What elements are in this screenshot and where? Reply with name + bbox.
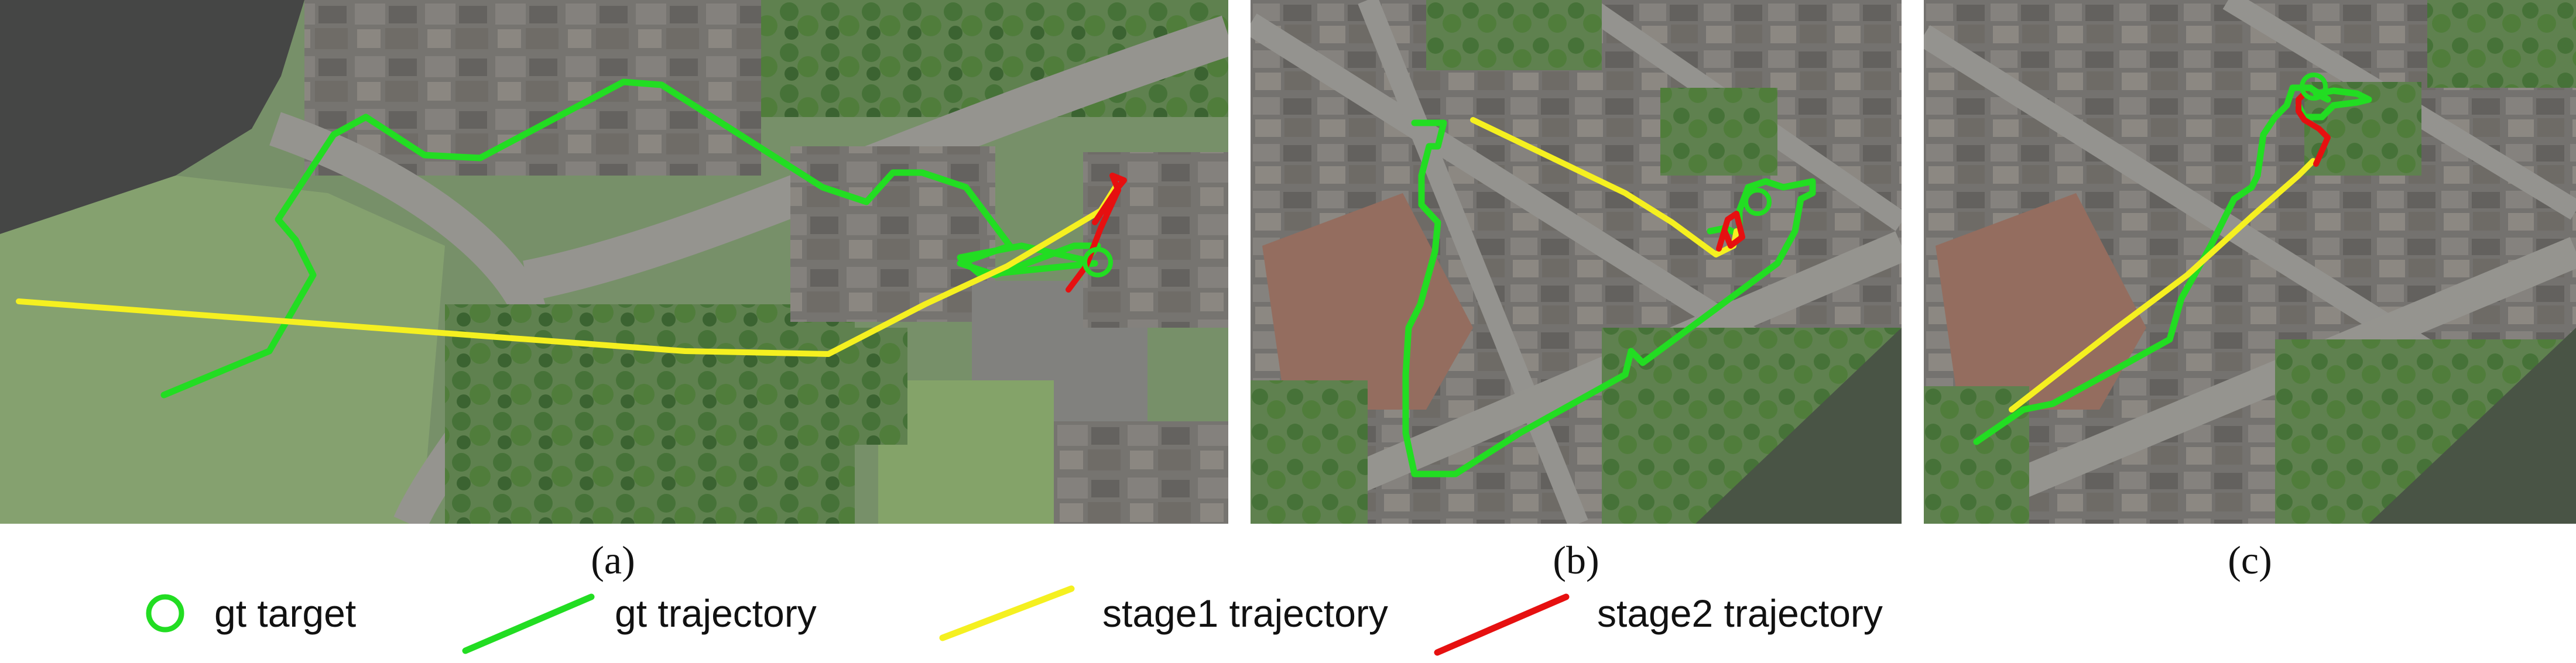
- legend-label-gt-trajectory: gt trajectory: [615, 592, 817, 635]
- map-panel-c: [1924, 0, 2576, 524]
- stage2-trajectory-line-icon: [1434, 593, 1570, 656]
- caption-b: (b): [1553, 538, 1599, 582]
- legend: gt target gt trajectory stage1 trajector…: [0, 579, 2576, 663]
- legend-label-stage1-trajectory: stage1 trajectory: [1102, 592, 1388, 635]
- legend-label-gt-target: gt target: [214, 592, 357, 635]
- caption-c: (c): [2228, 538, 2272, 582]
- gt-target-a: [1083, 247, 1113, 277]
- aerial-map-a: [0, 0, 1228, 524]
- aerial-map-c: [1924, 0, 2576, 524]
- gt-target-c: [2300, 73, 2328, 101]
- caption-a: (a): [591, 538, 635, 582]
- stage2-trajectory-a: [1066, 173, 1127, 293]
- stage2-trajectory-b: [1716, 211, 1745, 252]
- gt-trajectory-b: [1402, 119, 1816, 478]
- gt-trajectory-line-icon: [462, 593, 595, 654]
- gt-trajectory-c: [1973, 84, 2372, 445]
- stage1-trajectory-c: [2009, 158, 2316, 413]
- map-panel-a: [0, 0, 1228, 524]
- stage1-trajectory-line-icon: [939, 585, 1075, 641]
- legend-label-stage2-trajectory: stage2 trajectory: [1597, 592, 1883, 635]
- aerial-map-b: [1251, 0, 1902, 524]
- map-panel-b: [1251, 0, 1902, 524]
- stage2-trajectory-c: [2296, 91, 2331, 167]
- gt-target-b: [1743, 188, 1772, 216]
- gt-target-marker-icon: [146, 594, 184, 633]
